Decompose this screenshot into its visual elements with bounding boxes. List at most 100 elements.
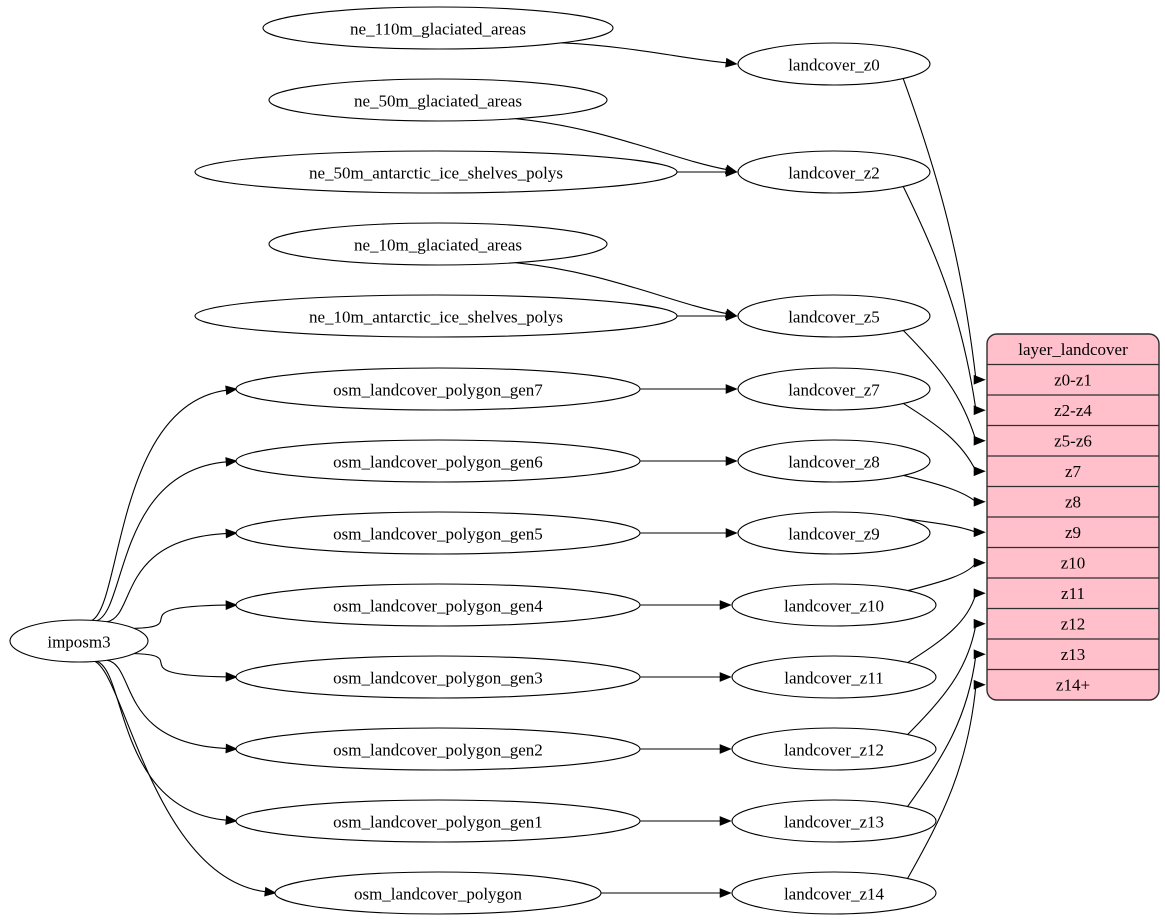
edge-arrowhead xyxy=(725,57,738,68)
node-landcover_z13[interactable]: landcover_z13 xyxy=(731,799,937,843)
node-osm_landcover_polygon[interactable]: osm_landcover_polygon xyxy=(274,871,602,915)
edge-layer xyxy=(91,42,986,898)
edge-landcover_z0-to-layer_landcover-z0-z1 xyxy=(902,78,986,385)
node-ne_50m_glaciated_areas[interactable]: ne_50m_glaciated_areas xyxy=(268,78,608,122)
node-ne_10m_glaciated_areas[interactable]: ne_10m_glaciated_areas xyxy=(268,222,608,266)
node-ellipse xyxy=(737,367,931,411)
node-ellipse xyxy=(737,511,931,555)
table-row-label[interactable]: z5-z6 xyxy=(1054,431,1092,450)
node-osm_landcover_polygon_gen7[interactable]: osm_landcover_polygon_gen7 xyxy=(235,367,641,411)
node-ellipse xyxy=(235,511,641,555)
table-row-label[interactable]: z11 xyxy=(1061,584,1085,603)
edge-arrowhead xyxy=(973,435,986,446)
edge-path xyxy=(96,461,229,622)
edge-path xyxy=(902,186,977,411)
edge-arrowhead xyxy=(973,649,986,660)
node-ellipse xyxy=(731,655,937,699)
edge-osm_landcover_polygon_gen5-to-landcover_z9 xyxy=(640,528,738,538)
node-landcover_z9[interactable]: landcover_z9 xyxy=(737,511,931,555)
node-osm_landcover_polygon_gen3[interactable]: osm_landcover_polygon_gen3 xyxy=(235,655,641,699)
edge-path xyxy=(94,660,268,893)
layer-landcover-table[interactable]: layer_landcover z0-z1 z2-z4 z5-z6 z7 z8 z9 z10 z… xyxy=(986,333,1160,701)
edge-landcover_z8-to-layer_landcover-z8 xyxy=(902,474,986,507)
table-row-label[interactable]: z12 xyxy=(1061,614,1086,633)
edge-arrowhead xyxy=(725,384,738,394)
edge-arrowhead xyxy=(973,466,986,477)
edge-path xyxy=(96,660,229,821)
node-ne_50m_antarctic_ice_shelves_polys[interactable]: ne_50m_antarctic_ice_shelves_polys xyxy=(194,150,678,194)
edge-path xyxy=(91,389,229,621)
table-row-label[interactable]: z2-z4 xyxy=(1054,401,1092,420)
edge-arrowhead xyxy=(973,588,986,599)
edge-arrowhead xyxy=(973,618,986,629)
table-row-label[interactable]: z14+ xyxy=(1056,675,1090,694)
edge-arrowhead xyxy=(225,600,238,610)
edge-osm_landcover_polygon_gen7-to-landcover_z7 xyxy=(640,384,738,394)
edge-arrowhead xyxy=(973,374,986,385)
edge-path xyxy=(902,329,977,441)
edge-ne_50m_antarctic_ice_shelves_polys-to-landcover_z2 xyxy=(677,167,738,177)
node-label: osm_landcover_polygon_gen2 xyxy=(333,741,543,760)
table-row-label[interactable]: z7 xyxy=(1065,462,1082,481)
node-ellipse xyxy=(274,871,602,915)
node-landcover_z2[interactable]: landcover_z2 xyxy=(737,150,931,194)
edge-path xyxy=(906,684,977,879)
node-label: landcover_z8 xyxy=(788,453,880,472)
edge-imposm3-to-osm_landcover_polygon_gen1 xyxy=(96,660,238,825)
edge-landcover_z10-to-layer_landcover-z10 xyxy=(907,557,986,592)
node-landcover_z7[interactable]: landcover_z7 xyxy=(737,367,931,411)
edge-path xyxy=(907,593,977,664)
edge-arrowhead xyxy=(719,672,732,682)
edge-path xyxy=(561,42,728,64)
edge-path xyxy=(134,653,229,678)
node-ne_110m_glaciated_areas[interactable]: ne_110m_glaciated_areas xyxy=(262,6,614,50)
table-row-label[interactable]: z10 xyxy=(1061,553,1086,572)
node-osm_landcover_polygon_gen2[interactable]: osm_landcover_polygon_gen2 xyxy=(235,727,641,771)
table-row-label[interactable]: z9 xyxy=(1065,523,1081,542)
table-header: layer_landcover xyxy=(1018,340,1128,359)
node-ellipse xyxy=(194,294,678,338)
node-ne_10m_antarctic_ice_shelves_polys[interactable]: ne_10m_antarctic_ice_shelves_polys xyxy=(194,294,678,338)
node-landcover_z11[interactable]: landcover_z11 xyxy=(731,655,937,699)
edge-path xyxy=(906,654,977,808)
edge-arrowhead xyxy=(719,600,732,610)
node-ellipse xyxy=(235,583,641,627)
node-osm_landcover_polygon_gen5[interactable]: osm_landcover_polygon_gen5 xyxy=(235,511,641,555)
edge-arrowhead xyxy=(719,888,732,898)
node-ellipse xyxy=(235,727,641,771)
node-landcover_z0[interactable]: landcover_z0 xyxy=(737,42,931,86)
node-label: ne_110m_glaciated_areas xyxy=(350,20,526,39)
node-landcover_z5[interactable]: landcover_z5 xyxy=(737,294,931,338)
table-row-label[interactable]: z13 xyxy=(1061,645,1086,664)
node-imposm3[interactable]: imposm3 xyxy=(9,619,149,663)
table-row-label[interactable]: z0-z1 xyxy=(1054,370,1092,389)
edge-path xyxy=(515,118,728,171)
edge-landcover_z12-to-layer_landcover-z12 xyxy=(907,618,986,736)
edge-osm_landcover_polygon_gen1-to-landcover_z13 xyxy=(640,816,732,826)
node-label: osm_landcover_polygon_gen6 xyxy=(333,453,543,472)
node-ellipse xyxy=(268,222,608,266)
edge-imposm3-to-osm_landcover_polygon_gen3 xyxy=(134,653,238,682)
edge-path xyxy=(106,532,229,623)
node-ellipse xyxy=(268,78,608,122)
node-landcover_z8[interactable]: landcover_z8 xyxy=(737,439,931,483)
node-ellipse xyxy=(262,6,614,50)
node-osm_landcover_polygon_gen4[interactable]: osm_landcover_polygon_gen4 xyxy=(235,583,641,627)
edge-path xyxy=(902,402,977,472)
node-label: osm_landcover_polygon_gen5 xyxy=(333,525,543,544)
edge-osm_landcover_polygon_gen3-to-landcover_z11 xyxy=(640,672,732,682)
table-row-label[interactable]: z8 xyxy=(1065,492,1081,511)
edge-path xyxy=(903,518,977,533)
node-osm_landcover_polygon_gen1[interactable]: osm_landcover_polygon_gen1 xyxy=(235,799,641,843)
edge-path xyxy=(134,604,229,629)
edge-landcover_z13-to-layer_landcover-z13 xyxy=(906,649,986,808)
node-landcover_z12[interactable]: landcover_z12 xyxy=(731,727,937,771)
node-landcover_z10[interactable]: landcover_z10 xyxy=(731,583,937,627)
node-landcover_z14[interactable]: landcover_z14 xyxy=(731,871,937,915)
edge-landcover_z2-to-layer_landcover-z2-z4 xyxy=(902,186,986,416)
node-ellipse xyxy=(731,727,937,771)
node-osm_landcover_polygon_gen6[interactable]: osm_landcover_polygon_gen6 xyxy=(235,439,641,483)
edge-arrowhead xyxy=(973,405,986,416)
edge-imposm3-to-osm_landcover_polygon_gen7 xyxy=(91,385,238,621)
